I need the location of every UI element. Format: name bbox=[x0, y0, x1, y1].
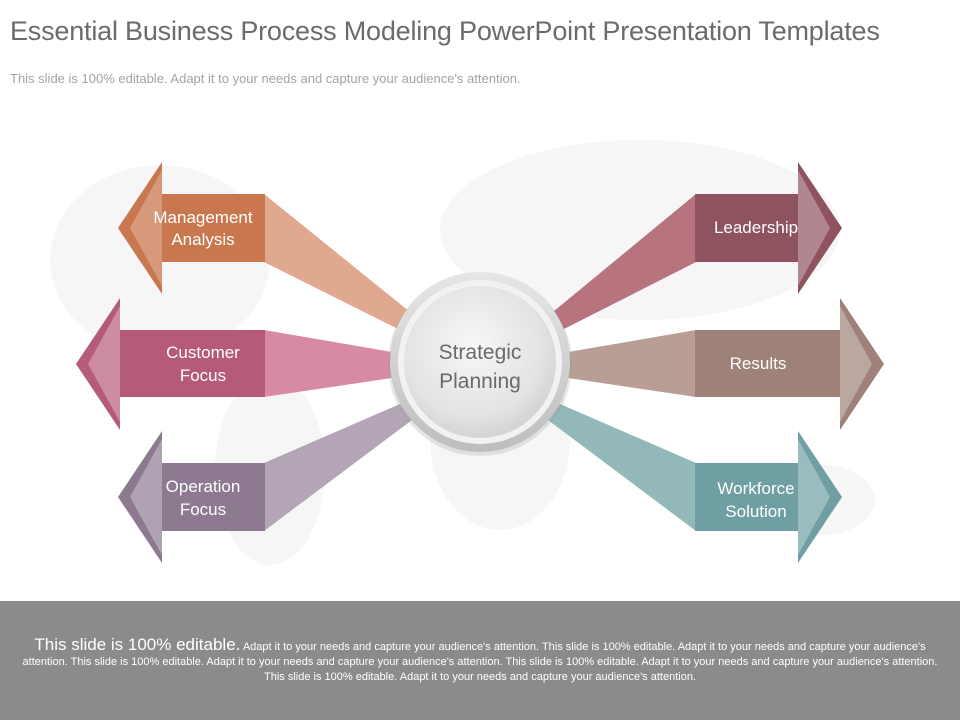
connector-workforce-solution bbox=[548, 404, 696, 531]
label-workforce: Workforce bbox=[717, 479, 794, 498]
label-solution: Solution bbox=[725, 502, 786, 521]
connector-results bbox=[568, 330, 696, 397]
footer-banner: This slide is 100% editable. Adapt it to… bbox=[0, 601, 960, 720]
connector-operation-focus bbox=[264, 404, 412, 531]
label-operation: Operation bbox=[166, 477, 241, 496]
label-management: Management bbox=[153, 208, 253, 227]
page-subtitle: This slide is 100% editable. Adapt it to… bbox=[10, 71, 521, 86]
center-circle: Strategic Planning bbox=[388, 272, 572, 456]
connector-leadership bbox=[548, 194, 696, 330]
center-label-line1: Strategic bbox=[439, 341, 522, 364]
arrow-workforce-solution: Workforce Solution bbox=[695, 431, 842, 563]
label-focus-2: Focus bbox=[180, 500, 226, 519]
page-title: Essential Business Process Modeling Powe… bbox=[10, 16, 880, 46]
label-focus: Focus bbox=[180, 366, 226, 385]
label-results: Results bbox=[730, 354, 787, 373]
arrow-operation-focus: Operation Focus bbox=[118, 431, 265, 563]
label-analysis: Analysis bbox=[171, 230, 234, 249]
arrow-management-analysis: Management Analysis bbox=[118, 162, 265, 294]
arrow-leadership: Leadership bbox=[695, 162, 842, 294]
map-europe-asia bbox=[440, 140, 840, 320]
label-leadership: Leadership bbox=[714, 218, 798, 237]
center-label-line2: Planning bbox=[439, 370, 521, 393]
arrow-results: Results bbox=[695, 298, 884, 430]
connector-customer-focus bbox=[264, 330, 392, 397]
arrow-customer-focus: Customer Focus bbox=[76, 298, 265, 430]
connector-management-analysis bbox=[264, 194, 415, 330]
footer-body: Adapt it to your needs and capture your … bbox=[22, 641, 938, 683]
footer-lead: This slide is 100% editable. bbox=[34, 635, 241, 654]
strategic-planning-diagram: Management Analysis Customer Focus Opera… bbox=[76, 140, 884, 563]
connectors bbox=[264, 194, 696, 531]
label-customer: Customer bbox=[166, 343, 240, 362]
